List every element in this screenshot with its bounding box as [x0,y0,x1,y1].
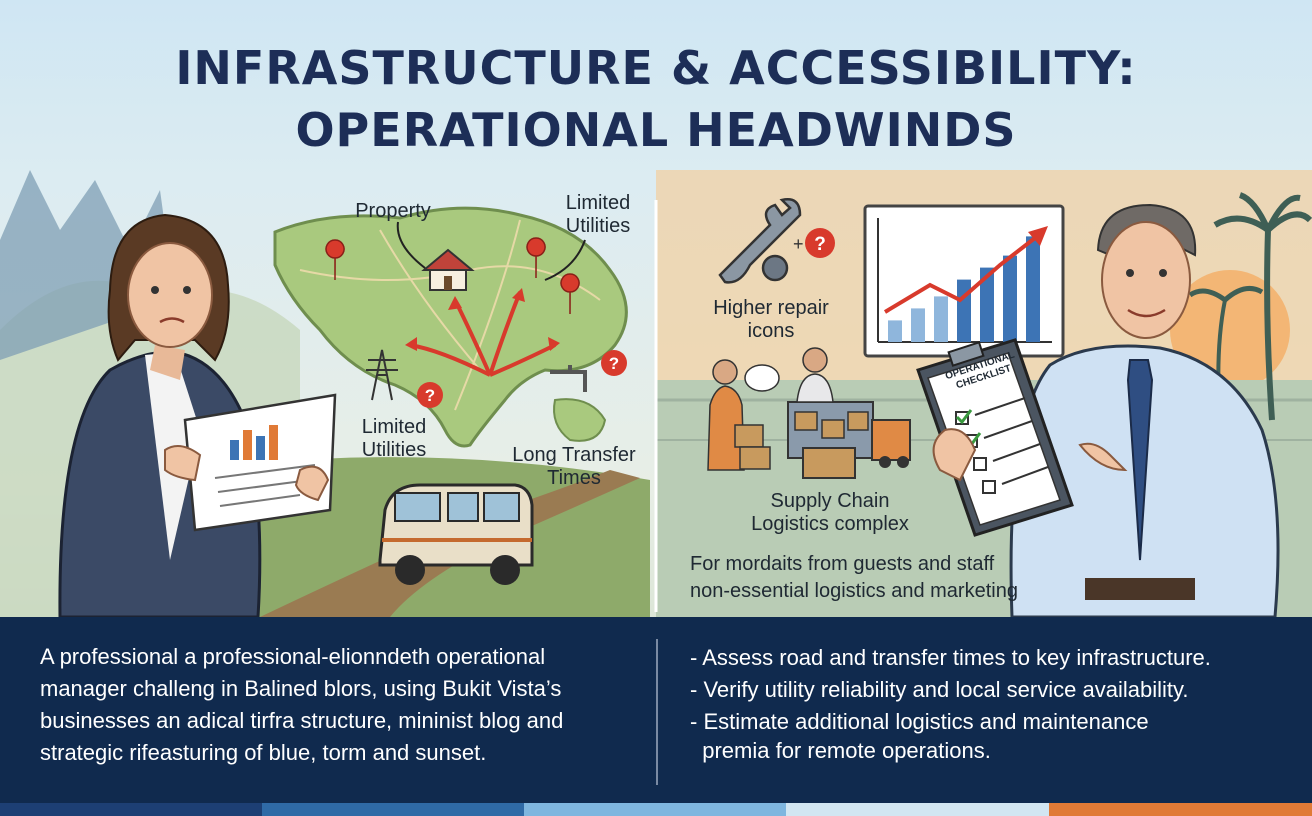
chart-bars [888,236,1040,342]
chart-bar [934,296,948,342]
property-house-icon [421,248,475,291]
chart-bar [1026,236,1040,342]
svg-text:+: + [793,234,804,254]
svg-text:?: ? [814,234,826,255]
bullet-2: - Verify utility reliability and local s… [690,677,1189,702]
caption-line-1: For mordaits from guests and staff [690,553,995,575]
trend-arrow-head [1028,226,1048,246]
power-tower-icon [366,349,398,401]
bullet-3: - Estimate additional logistics and main… [690,709,1149,734]
stripe-2 [262,803,524,816]
bullet-1: - Assess road and transfer times to key … [690,645,1211,670]
description-line-1: A professional a professional-elionndeth… [40,644,546,669]
svg-text:?: ? [609,354,619,373]
island-shape [273,206,628,448]
wrench-gear-icon: + [718,198,804,284]
label-limited-utilities-bottom: Limited Utilities [361,416,427,461]
summary-panel: A professional a professional-elionndeth… [0,617,1312,803]
label-long-transfer-times: Long Transfer Times [512,444,636,489]
label-supply-chain: Supply Chain Logistics complex [751,490,909,535]
supply-chain-scene [707,347,911,479]
manager-woman-figure [58,213,337,617]
description-line-2: manager challeng in Balined blors, using… [40,676,562,701]
title-line-2: OPERATIONAL HEADWINDS [295,103,1017,157]
checklist-clipboard [916,338,1074,537]
delivery-truck-icon [871,419,911,461]
chart-bar [888,320,902,342]
description-line-3: businesses an adical tirfra structure, m… [40,708,564,733]
label-property: Property [355,200,431,222]
small-island [553,398,607,442]
stripe-3 [524,803,786,816]
title-line-1: INFRASTRUCTURE & ACCESSIBILITY: [175,41,1137,95]
panel-divider [656,639,658,785]
chart-bar [980,267,994,342]
chart-bar [911,308,925,342]
svg-text:?: ? [425,386,435,405]
water-tap-icon [550,365,587,392]
question-icon-water: ? [601,350,627,376]
question-icon-utilities: ? [417,382,443,408]
right-scene: + ? [707,198,1280,617]
bullet-3-cont: premia for remote operations. [690,738,991,763]
map-pin-icons [325,237,580,315]
report-document-icon [183,393,337,532]
stripe-1 [0,803,262,816]
chart-bar [957,279,971,342]
label-higher-repair: Higher repair icons [713,297,829,342]
description-line-4: strategic rifeasturing of blue, torm and… [40,740,487,765]
caption-line-2: non-essential logistics and marketing [690,580,1018,602]
label-limited-utilities-top: Limited Utilities [565,192,631,237]
trend-arrow-line [883,236,1037,314]
stripe-5 [1049,803,1312,816]
island-map: ? ? [273,206,628,585]
chart-bar [1003,255,1017,342]
van-icon [378,483,534,585]
stripe-4 [786,803,1049,816]
question-icon-repair: ? [805,228,835,258]
